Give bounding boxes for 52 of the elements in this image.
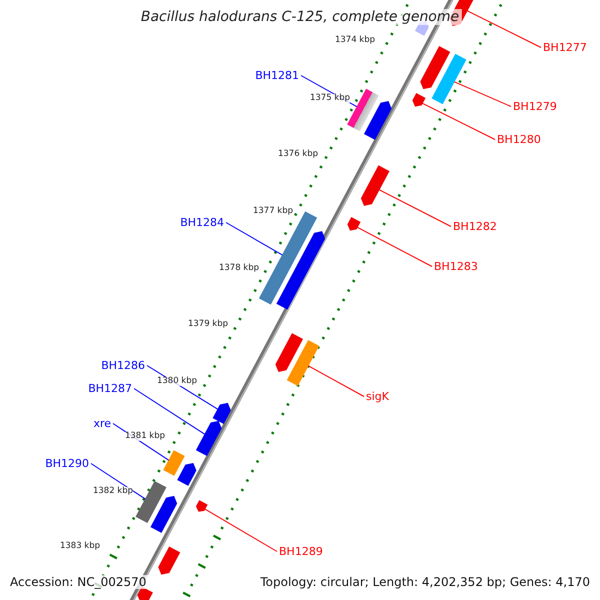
- gene-label: BH1280: [497, 134, 541, 145]
- gene-block: [212, 402, 231, 424]
- gene-label: sigK: [366, 391, 389, 402]
- scale-label: 1380 kbp: [156, 377, 198, 386]
- gene-label: BH1290: [45, 458, 89, 469]
- gene-bar: [286, 340, 320, 386]
- gene-label: BH1279: [513, 101, 557, 112]
- leader-line: [308, 365, 364, 397]
- accession-text: Accession: NC_002570: [8, 575, 148, 589]
- scale-label: 1379 kbp: [188, 320, 228, 328]
- gene-label: BH1277: [543, 42, 587, 53]
- gene-block: [347, 217, 360, 231]
- gene-block: [196, 420, 222, 456]
- leader-line: [378, 189, 452, 227]
- leader-line: [134, 388, 206, 435]
- scale-label: 1376 kbp: [278, 150, 318, 158]
- genome-info-text: Topology: circular; Length: 4,202,352 bp; Genes: 4,170: [258, 575, 592, 589]
- leader-line: [466, 10, 542, 48]
- scale-label: 1383 kbp: [60, 542, 100, 550]
- gene-block: [196, 500, 208, 512]
- gene-block: [276, 231, 326, 310]
- gene-label: BH1286: [101, 360, 145, 371]
- gene-label: BH1284: [180, 217, 224, 228]
- leader-line: [204, 508, 278, 552]
- leader-line: [454, 81, 512, 107]
- gene-block: [158, 546, 180, 575]
- gene-label: BH1289: [279, 546, 323, 557]
- gene-label: xre: [93, 418, 111, 429]
- gene-block: [177, 463, 196, 486]
- gene-block: [412, 93, 426, 107]
- scale-label: 1375 kbp: [310, 94, 350, 102]
- scale-label: 1378 kbp: [218, 264, 260, 272]
- leader-line: [226, 222, 283, 256]
- scale-label: 1381 kbp: [124, 432, 166, 440]
- gene-bar: [432, 54, 466, 104]
- gene-block: [150, 496, 178, 533]
- scale-label: 1374 kbp: [334, 36, 376, 44]
- gene-bar: [163, 450, 185, 476]
- gene-label: BH1282: [453, 221, 497, 232]
- leader-line: [422, 102, 496, 140]
- gene-block: [360, 165, 390, 206]
- gene-label: BH1281: [255, 70, 299, 81]
- leader-line: [356, 226, 432, 267]
- gene-block: [275, 333, 303, 372]
- scale-label: 1377 kbp: [252, 207, 294, 216]
- gene-block: [420, 46, 450, 90]
- gene-label: BH1287: [88, 383, 132, 394]
- gene-bar: [136, 481, 166, 523]
- gene-block: [364, 101, 392, 140]
- leader-line: [90, 463, 146, 500]
- scale-label: 1382 kbp: [92, 487, 134, 496]
- gene-label: BH1283: [434, 261, 478, 272]
